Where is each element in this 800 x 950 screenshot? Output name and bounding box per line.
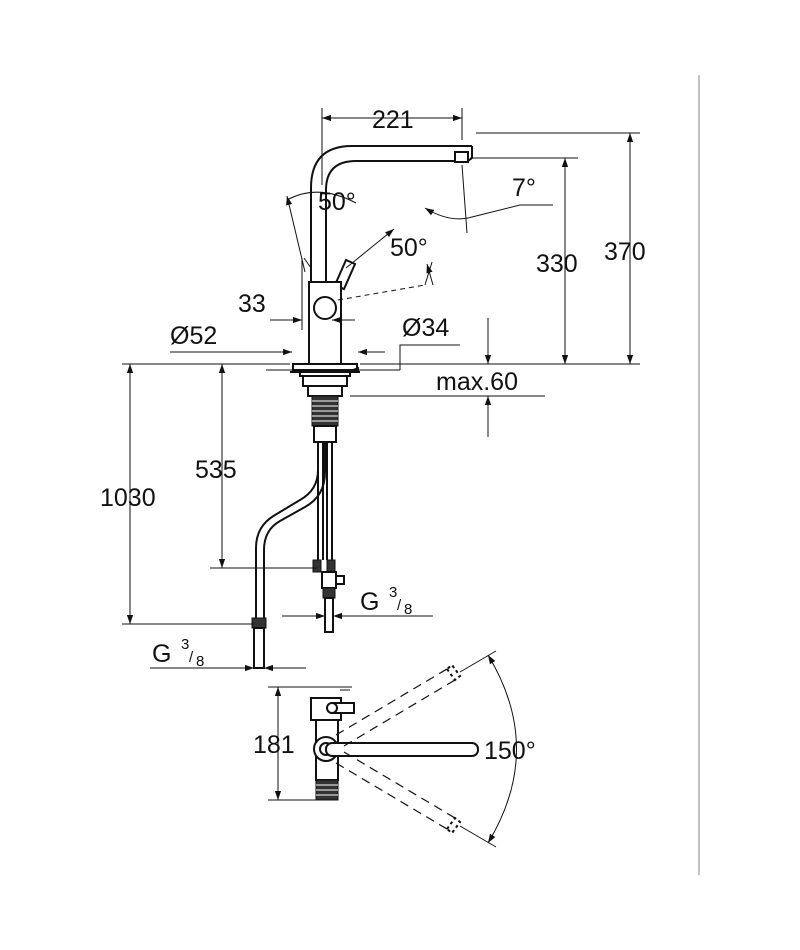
handle-pivot [313,296,337,320]
dim-deck-thickness-label: max.60 [436,368,518,396]
dim-top-view-depth-label: 181 [253,731,295,759]
dim-connection-right-label: G [360,588,379,616]
dim-swivel-range [459,650,517,848]
spray-hose-connector [251,617,267,629]
dim-supply-hose-label: 535 [195,456,237,484]
dim-spray-hose-label: 1030 [100,484,156,512]
supply-valve [321,571,337,589]
dim-total-height-label: 370 [604,238,646,266]
dim-spray-hose [122,364,254,625]
dim-outlet-tilt [424,164,553,234]
dim-spout-reach-label: 221 [372,106,414,134]
spout-center-position [325,742,479,757]
dim-connection-right-sub: 8 [404,601,412,618]
dim-outlet-height-label: 330 [536,250,578,278]
dim-connection-right-sup: 3 [389,584,397,601]
dim-top-view-depth [268,686,352,801]
dim-spout-angle-left-label: 50° [318,188,356,216]
dim-hole-diameter [266,344,460,374]
dim-supply-hose [210,364,318,569]
spout-swing-indicators [286,191,434,301]
faucet-body [308,281,342,365]
dim-base-diameter-label: Ø52 [170,322,217,350]
dim-spout-reach [321,108,463,185]
dim-deck-thickness [350,318,545,437]
dim-connection-left-label: G [152,640,171,668]
dim-connection-left-slash: / [189,649,194,666]
dim-connection-right-slash: / [397,597,402,614]
dim-spout-angle-right-label: 50° [390,234,428,262]
dim-connection-left-sub: 8 [196,653,204,670]
dim-connection-left-sup: 3 [181,636,189,653]
dim-hole-diameter-label: Ø34 [402,314,449,342]
dim-outlet-tilt-label: 7° [512,174,536,202]
dim-heights [360,132,640,365]
dim-body-offset-label: 33 [238,290,266,318]
dim-body-offset [270,258,355,330]
faucet-top-view [310,663,479,835]
dim-swivel-range-label: 150° [484,737,536,765]
